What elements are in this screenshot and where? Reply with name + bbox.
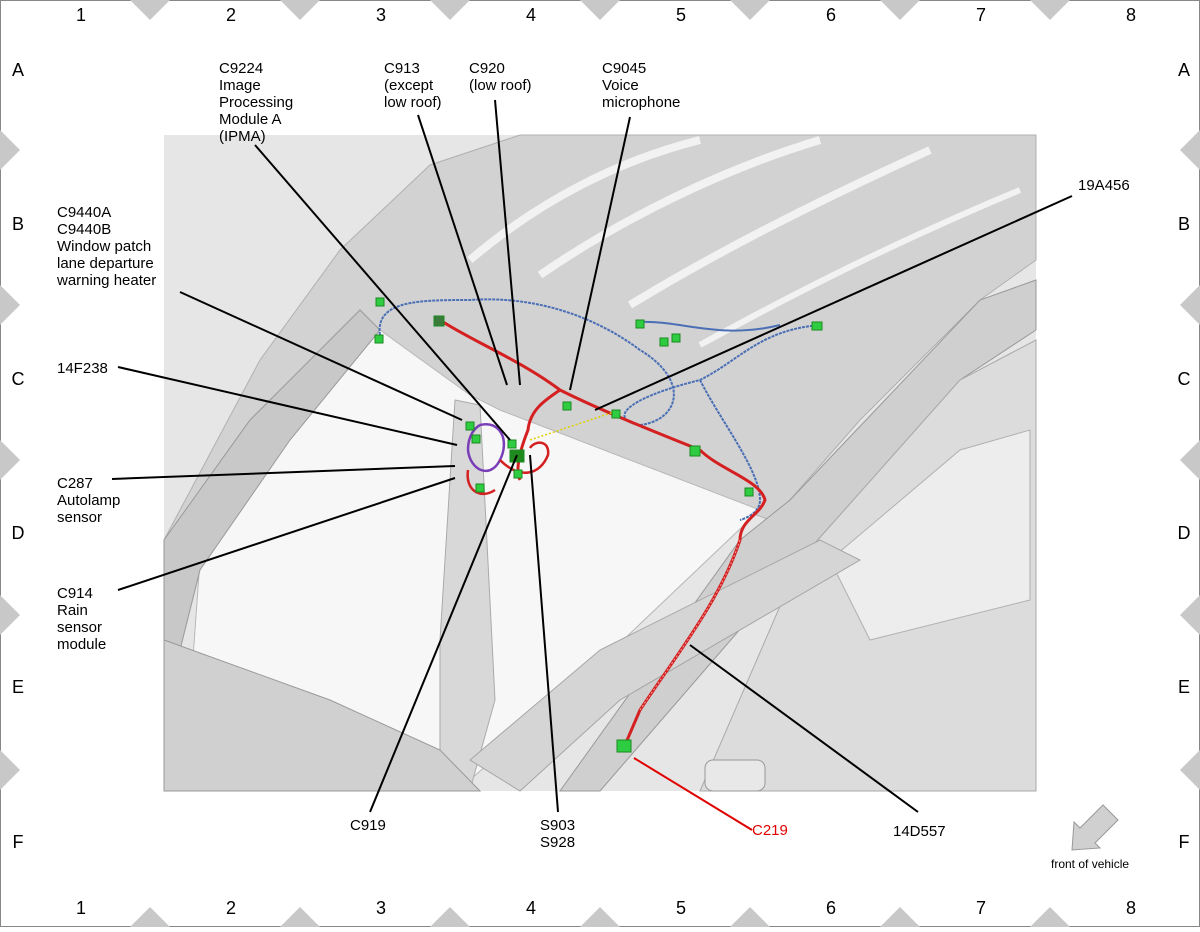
grid-col-label: 5	[675, 898, 686, 918]
callout-c920: C920 (low roof)	[469, 60, 532, 94]
grid-col-label: 3	[375, 898, 386, 918]
grid-row-label: C	[11, 369, 25, 389]
wiring-harness	[374, 297, 823, 753]
grid-col-label: 8	[1125, 898, 1136, 918]
front-of-vehicle-arrow-icon	[1071, 804, 1119, 851]
callout-c287: C287 Autolamp sensor	[57, 475, 121, 526]
grid-col-label: 5	[675, 5, 686, 25]
callout-c914: C914 Rain sensor module	[57, 585, 107, 653]
grid-row-label: B	[1177, 214, 1190, 234]
grid-col-label: 6	[825, 5, 836, 25]
grid-col-label: 4	[525, 898, 536, 918]
c219-leader-line	[633, 757, 753, 831]
front-of-vehicle-label: front of vehicle	[1051, 857, 1130, 871]
grid-row-label: B	[11, 214, 24, 234]
grid-row-label: E	[11, 677, 24, 697]
grid-col-label: 3	[375, 5, 386, 25]
grid-row-label: F	[12, 832, 24, 852]
callout-c919: C919	[350, 817, 386, 834]
callout-s903-s928: S903 S928	[540, 817, 576, 851]
grid-col-label: 2	[225, 898, 236, 918]
callout-14f238: 14F238	[57, 360, 108, 377]
grid-row-label: E	[1177, 677, 1190, 697]
grid-col-label: 8	[1125, 5, 1136, 25]
grid-col-label: 7	[975, 898, 986, 918]
callout-c913: C913 (except low roof)	[384, 60, 442, 111]
grid-col-label: 7	[975, 5, 986, 25]
grid-col-label: 6	[825, 898, 836, 918]
callout-19a456: 19A456	[1078, 177, 1130, 194]
grid-col-label: 1	[75, 898, 86, 918]
grid-row-label: D	[1177, 523, 1191, 543]
grid-row-label: F	[1178, 832, 1190, 852]
callout-c9440: C9440A C9440B Window patch lane departur…	[57, 204, 157, 289]
callout-c9224: C9224 Image Processing Module A (IPMA)	[219, 60, 294, 145]
grid-row-label: A	[11, 60, 24, 80]
grid-col-label: 1	[75, 5, 86, 25]
grid-row-label: C	[1177, 369, 1191, 389]
grid-row-label: D	[11, 523, 25, 543]
grid-col-label: 2	[225, 5, 236, 25]
vehicle-illustration	[163, 134, 1037, 792]
leader-lines	[111, 99, 1073, 813]
grid-col-label: 4	[525, 5, 536, 25]
grid-row-label: A	[1177, 60, 1190, 80]
callout-14d557: 14D557	[893, 823, 946, 840]
callout-c9045: C9045 Voice microphone	[602, 60, 681, 111]
callout-c219: C219	[752, 822, 788, 839]
